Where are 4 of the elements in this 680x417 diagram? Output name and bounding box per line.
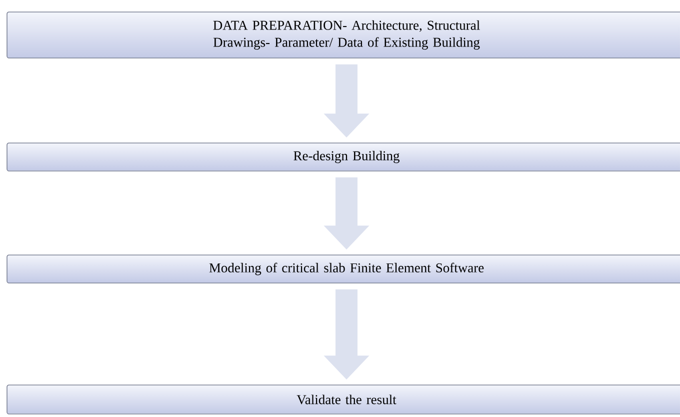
process-box: Re-design Building	[6, 142, 680, 172]
process-box: Validate the result	[6, 384, 680, 414]
process-box: DATA PREPARATION- Architecture, Structural Drawings- Parameter/ Data of Existing Building	[6, 12, 680, 58]
process-box: Modeling of critical slab Finite Element Software	[6, 254, 680, 284]
